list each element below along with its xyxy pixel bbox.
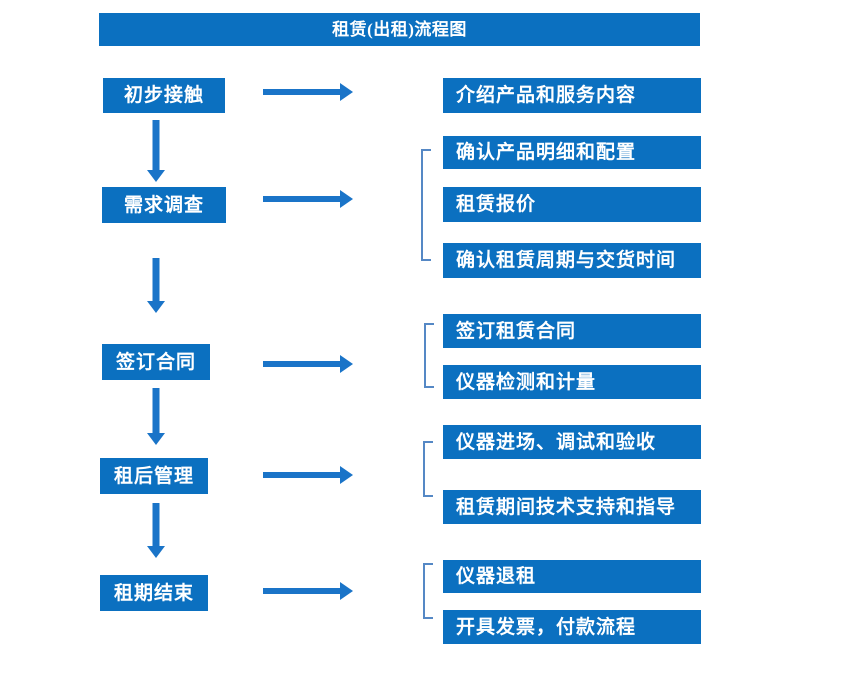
output-box: 租赁报价 — [443, 187, 701, 222]
group-bracket — [421, 149, 431, 261]
right-arrow-icon — [263, 581, 353, 601]
flowchart-title: 租赁(出租)流程图 — [99, 13, 700, 46]
output-box: 仪器进场、调试和验收 — [443, 425, 701, 459]
group-bracket — [423, 563, 433, 619]
right-arrow-icon — [263, 189, 353, 209]
right-arrow-icon — [263, 465, 353, 485]
stage-box-lease-end: 租期结束 — [100, 575, 208, 611]
right-arrow-icon — [263, 82, 353, 102]
down-arrow-icon — [146, 388, 166, 445]
output-box: 仪器检测和计量 — [443, 365, 701, 399]
output-box: 确认产品明细和配置 — [443, 136, 701, 169]
output-box: 确认租赁周期与交货时间 — [443, 243, 701, 278]
stage-box-sign-contract: 签订合同 — [102, 344, 210, 380]
output-box: 仪器退租 — [443, 560, 701, 593]
output-box: 租赁期间技术支持和指导 — [443, 490, 701, 524]
down-arrow-icon — [146, 120, 166, 182]
output-box: 介绍产品和服务内容 — [443, 78, 701, 113]
stage-box-post-rental-management: 租后管理 — [100, 458, 208, 494]
group-bracket — [423, 441, 433, 497]
stage-box-initial-contact: 初步接触 — [103, 78, 225, 113]
down-arrow-icon — [146, 503, 166, 558]
right-arrow-icon — [263, 354, 353, 374]
output-box: 开具发票，付款流程 — [443, 610, 701, 644]
stage-box-demand-survey: 需求调查 — [102, 187, 226, 223]
output-box: 签订租赁合同 — [443, 314, 701, 348]
group-bracket — [424, 323, 434, 388]
down-arrow-icon — [146, 258, 166, 313]
